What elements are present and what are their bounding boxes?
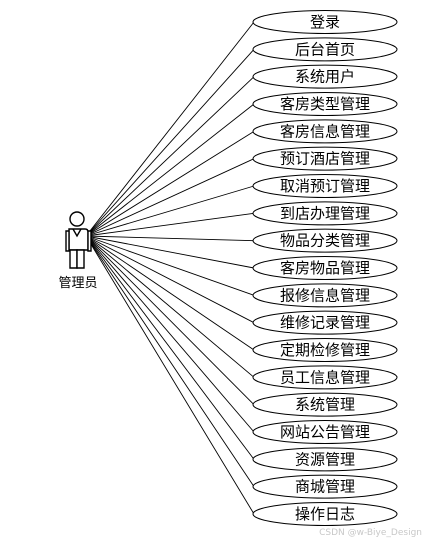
actor-right-leg <box>76 249 85 269</box>
actor-label: 管理员 <box>58 276 97 291</box>
use-case-item: 到店办理管理 <box>252 201 398 226</box>
use-case-ellipse <box>252 10 398 34</box>
use-case-item: 维修记录管理 <box>252 310 398 335</box>
use-case-label: 取消预订管理 <box>280 177 370 195</box>
use-case-item: 系统用户 <box>252 64 398 89</box>
use-case-item: 后台首页 <box>252 37 398 62</box>
use-case-label: 资源管理 <box>295 450 355 468</box>
use-case-label: 客房信息管理 <box>280 122 370 140</box>
use-case-label: 后台首页 <box>295 40 355 58</box>
actor-figure-icon <box>65 211 92 269</box>
association-line <box>85 235 255 242</box>
association-line <box>85 235 255 460</box>
association-line <box>85 103 255 237</box>
use-case-ellipse <box>252 37 398 62</box>
actor-head <box>69 211 85 227</box>
use-case-ellipse <box>252 64 398 89</box>
use-case-label: 预订酒店管理 <box>280 150 370 168</box>
use-case-label: 登录 <box>310 13 340 31</box>
association-line <box>85 235 255 433</box>
use-case-item: 资源管理 <box>252 447 398 472</box>
use-case-label: 系统管理 <box>295 396 355 414</box>
use-case-label: 物品分类管理 <box>280 232 370 250</box>
use-case-label: 网站公告管理 <box>280 423 370 441</box>
association-line <box>85 235 255 487</box>
use-case-item: 系统管理 <box>252 392 398 417</box>
association-line <box>85 49 255 237</box>
association-line <box>85 212 255 237</box>
association-line <box>85 235 255 269</box>
use-case-item: 报修信息管理 <box>252 283 398 308</box>
use-case-label: 客房类型管理 <box>280 95 370 113</box>
association-line <box>85 185 255 237</box>
actor-left-arm <box>65 230 70 252</box>
use-case-ellipse <box>252 92 398 116</box>
association-line <box>85 76 255 237</box>
use-case-item: 预订酒店管理 <box>252 146 398 171</box>
association-line <box>85 21 255 237</box>
association-line <box>85 235 255 351</box>
use-case-ellipse <box>252 447 398 472</box>
use-case-ellipse <box>252 174 398 198</box>
association-line <box>85 235 255 378</box>
actor-right-arm <box>87 230 92 252</box>
use-case-item: 定期检修管理 <box>252 338 398 362</box>
use-case-label: 系统用户 <box>295 68 355 86</box>
use-case-item: 网站公告管理 <box>252 420 398 444</box>
use-case-label: 员工信息管理 <box>280 368 370 386</box>
use-case-label: 客房物品管理 <box>280 259 370 277</box>
use-case-ellipse <box>252 420 398 444</box>
use-case-item: 商城管理 <box>252 474 398 499</box>
use-case-item: 取消预订管理 <box>252 174 398 198</box>
association-line <box>85 235 255 405</box>
use-case-ellipse <box>252 119 398 144</box>
use-case-item: 物品分类管理 <box>252 228 398 253</box>
use-case-ellipse <box>252 283 398 308</box>
use-case-label: 到店办理管理 <box>280 204 370 222</box>
use-case-ellipse <box>252 474 398 499</box>
use-case-ellipse <box>252 365 398 390</box>
use-case-list: 登录后台首页系统用户客房类型管理客房信息管理预订酒店管理取消预订管理到店办理管理… <box>252 10 398 526</box>
use-case-label: 定期检修管理 <box>280 341 370 359</box>
use-case-item: 客房物品管理 <box>252 256 398 280</box>
use-case-item: 客房类型管理 <box>252 92 398 116</box>
use-case-label: 操作日志 <box>295 505 355 523</box>
use-case-ellipse <box>252 310 398 335</box>
association-line <box>85 235 255 324</box>
use-case-item: 客房信息管理 <box>252 119 398 144</box>
use-case-ellipse <box>252 228 398 253</box>
use-case-ellipse <box>252 392 398 417</box>
association-line <box>85 158 255 237</box>
use-case-item: 操作日志 <box>252 502 398 526</box>
use-case-label: 维修记录管理 <box>280 314 370 332</box>
association-line <box>85 235 255 515</box>
use-case-ellipse <box>252 146 398 171</box>
use-case-label: 商城管理 <box>295 478 355 496</box>
use-case-ellipse <box>252 201 398 226</box>
association-lines <box>85 21 255 515</box>
association-line <box>85 235 255 296</box>
watermark: CSDN @w-Biye_Design <box>319 528 422 538</box>
use-case-item: 员工信息管理 <box>252 365 398 390</box>
use-case-label: 报修信息管理 <box>280 286 370 304</box>
association-line <box>85 130 255 237</box>
actor-left-leg <box>69 249 78 269</box>
use-case-item: 登录 <box>252 10 398 34</box>
use-case-ellipse <box>252 502 398 526</box>
use-case-ellipse <box>252 338 398 362</box>
actor-collar <box>72 228 82 238</box>
use-case-ellipse <box>252 256 398 280</box>
